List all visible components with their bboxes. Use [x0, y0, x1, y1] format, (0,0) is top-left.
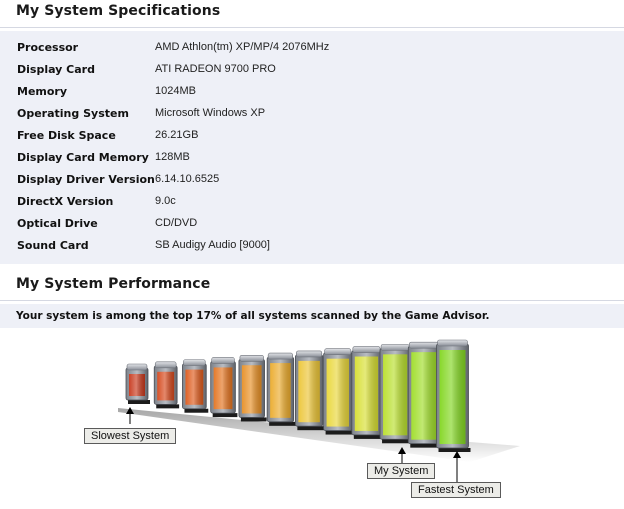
- spec-label: DirectX Version: [17, 195, 114, 208]
- performance-bar-2: [153, 361, 180, 409]
- bar-gloss: [439, 350, 466, 444]
- bar-cap: [296, 350, 323, 358]
- bar-cap: [211, 357, 235, 364]
- performance-bar-9: [351, 346, 384, 439]
- bar-gloss: [129, 374, 145, 396]
- spec-label: Memory: [17, 85, 68, 98]
- bar-base: [269, 421, 296, 426]
- performance-bar-7: [294, 350, 325, 431]
- specs-section-title: My System Specifications: [16, 3, 221, 19]
- bar-gloss: [411, 352, 437, 440]
- spec-label: Display Card: [17, 63, 95, 76]
- bar-cap: [183, 359, 206, 366]
- spec-value: 1024MB: [155, 85, 196, 97]
- spec-value: SB Audigy Audio [9000]: [155, 239, 270, 251]
- bar-gloss: [270, 363, 291, 418]
- spec-label: Display Card Memory: [17, 151, 149, 164]
- bar-gloss: [185, 369, 204, 405]
- specs-title-divider: [0, 27, 624, 28]
- bar-base: [184, 408, 209, 413]
- bar-gloss: [354, 356, 379, 431]
- bar-cap: [154, 361, 177, 369]
- bar-base: [212, 413, 238, 418]
- spec-value: Microsoft Windows XP: [155, 107, 266, 119]
- bar-cap: [239, 354, 264, 362]
- spec-label: Sound Card: [17, 239, 89, 252]
- performance-bar-5: [238, 354, 267, 422]
- spec-row-free-disk-space: Free Disk Space 26.21GB: [0, 125, 624, 147]
- spec-row-display-driver-version: Display Driver Version 6.14.10.6525: [0, 169, 624, 191]
- spec-value: ATI RADEON 9700 PRO: [155, 63, 276, 75]
- spec-label: Optical Drive: [17, 217, 98, 230]
- bar-gloss: [213, 367, 233, 410]
- bar-cap: [352, 346, 381, 353]
- performance-chart-svg: [118, 339, 520, 482]
- spec-row-sound-card: Sound Card SB Audigy Audio [9000]: [0, 235, 624, 257]
- bar-cap: [126, 363, 148, 371]
- performance-bar-8: [323, 348, 354, 435]
- spec-row-memory: Memory 1024MB: [0, 81, 624, 103]
- my-system-label: My System: [367, 463, 436, 479]
- bar-base: [128, 400, 150, 404]
- bar-base: [325, 430, 354, 435]
- bar-base: [156, 404, 180, 409]
- performance-title-divider: [0, 300, 624, 301]
- performance-bar-10: [379, 344, 413, 444]
- spec-row-operating-system: Operating System Microsoft Windows XP: [0, 103, 624, 125]
- bar-gloss: [383, 354, 408, 436]
- bar-base: [353, 434, 384, 439]
- spec-row-optical-drive: Optical Drive CD/DVD: [0, 213, 624, 235]
- performance-chart: Slowest System My System Fastest System: [0, 330, 624, 505]
- spec-value: 128MB: [155, 151, 190, 163]
- spec-row-display-card-memory: Display Card Memory 128MB: [0, 147, 624, 169]
- performance-summary-text: Your system is among the top 17% of all …: [16, 310, 490, 322]
- bar-group: [125, 339, 471, 452]
- bar-gloss: [298, 360, 320, 423]
- spec-row-display-card: Display Card ATI RADEON 9700 PRO: [0, 59, 624, 81]
- performance-summary-bar: Your system is among the top 17% of all …: [0, 304, 624, 328]
- bar-gloss: [326, 358, 349, 427]
- performance-bar-11: [407, 341, 442, 448]
- bar-cap: [267, 352, 293, 360]
- performance-section-title: My System Performance: [16, 276, 211, 292]
- spec-value: 6.14.10.6525: [155, 173, 220, 185]
- spec-value: CD/DVD: [155, 217, 198, 229]
- bar-gloss: [241, 365, 262, 414]
- spec-value: AMD Athlon(tm) XP/MP/4 2076MHz: [155, 41, 330, 53]
- bar-base: [438, 448, 471, 452]
- performance-bar-12: [436, 339, 471, 452]
- spec-value: 26.21GB: [155, 129, 199, 141]
- bar-base: [240, 417, 267, 422]
- bar-cap: [380, 344, 410, 351]
- spec-label: Display Driver Version: [17, 173, 155, 186]
- mine-pointer-arrow: [398, 447, 406, 454]
- performance-bar-1: [125, 363, 150, 404]
- spec-label: Free Disk Space: [17, 129, 116, 142]
- bar-base: [297, 426, 325, 431]
- performance-bar-6: [266, 352, 296, 426]
- bar-cap: [437, 339, 468, 347]
- spec-value: 9.0c: [155, 195, 176, 207]
- slowest-system-label: Slowest System: [84, 428, 177, 444]
- performance-bar-4: [210, 357, 238, 418]
- specs-panel: Processor AMD Athlon(tm) XP/MP/4 2076MHz…: [0, 31, 624, 264]
- bar-gloss: [157, 371, 175, 401]
- chart-floor-shadow: [118, 408, 520, 462]
- fastest-system-label: Fastest System: [411, 482, 501, 498]
- spec-row-directx-version: DirectX Version 9.0c: [0, 191, 624, 213]
- bar-base: [382, 439, 413, 444]
- performance-bar-3: [182, 359, 209, 413]
- spec-label: Processor: [17, 41, 79, 54]
- bar-cap: [324, 348, 352, 356]
- bar-base: [410, 443, 442, 448]
- spec-row-processor: Processor AMD Athlon(tm) XP/MP/4 2076MHz: [0, 37, 624, 59]
- bar-cap: [408, 341, 439, 349]
- spec-label: Operating System: [17, 107, 129, 120]
- fastest-pointer-arrow: [453, 451, 461, 458]
- slowest-pointer-arrow: [126, 407, 134, 414]
